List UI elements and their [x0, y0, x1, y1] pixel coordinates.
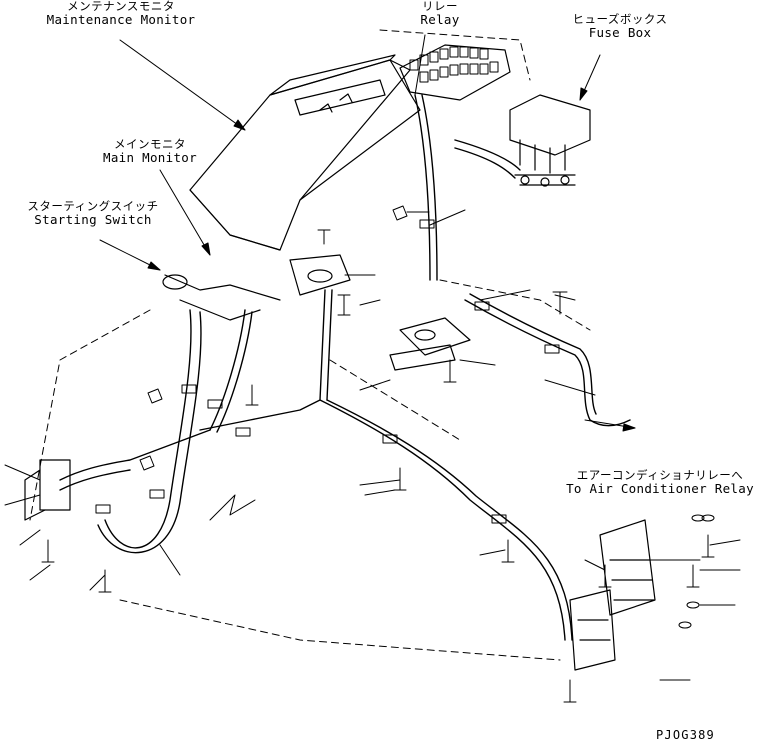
junction-block — [570, 520, 655, 670]
starting-switch-label: スターティングスイッチ Starting Switch — [18, 199, 168, 227]
air-conditioner-relay-label: エアーコンディショナリレーへ To Air Conditioner Relay — [555, 468, 765, 496]
relay-label: リレー Relay — [410, 0, 470, 27]
maintenance-monitor-label-en: Maintenance Monitor — [46, 12, 196, 27]
maintenance-monitor-housing — [190, 55, 420, 250]
fuse-box-label-jp: ヒューズボックス — [572, 12, 668, 26]
fuse-box-label-en: Fuse Box — [588, 25, 652, 40]
main-monitor-label-jp: メインモニタ — [114, 137, 186, 151]
floor-outline — [30, 30, 590, 660]
maintenance-monitor-label-jp: メンテナンスモニタ — [67, 0, 175, 13]
starting-switch-assembly — [163, 255, 350, 320]
main-monitor-label: メインモニタ Main Monitor — [95, 137, 205, 165]
relay-block — [400, 45, 510, 100]
center-bracket — [390, 318, 470, 370]
bolts — [42, 206, 714, 702]
drawing-code: PJOG389 — [656, 728, 715, 742]
starting-switch-label-en: Starting Switch — [34, 212, 152, 227]
fuse-box — [510, 95, 590, 186]
leader-lines — [5, 35, 740, 680]
maintenance-monitor-label: メンテナンスモニタ Maintenance Monitor — [31, 0, 211, 27]
relay-label-en: Relay — [420, 12, 460, 27]
starting-switch-label-jp: スターティングスイッチ — [27, 199, 159, 213]
clamps — [96, 220, 559, 523]
air-conditioner-relay-label-jp: エアーコンディショナリレーへ — [576, 468, 744, 482]
relay-label-jp: リレー — [422, 0, 458, 13]
left-bracket — [25, 460, 70, 520]
main-monitor-label-en: Main Monitor — [103, 150, 197, 165]
fuse-box-label: ヒューズボックス Fuse Box — [555, 12, 685, 40]
wire-harness — [60, 95, 630, 640]
air-conditioner-relay-label-en: To Air Conditioner Relay — [566, 481, 754, 496]
